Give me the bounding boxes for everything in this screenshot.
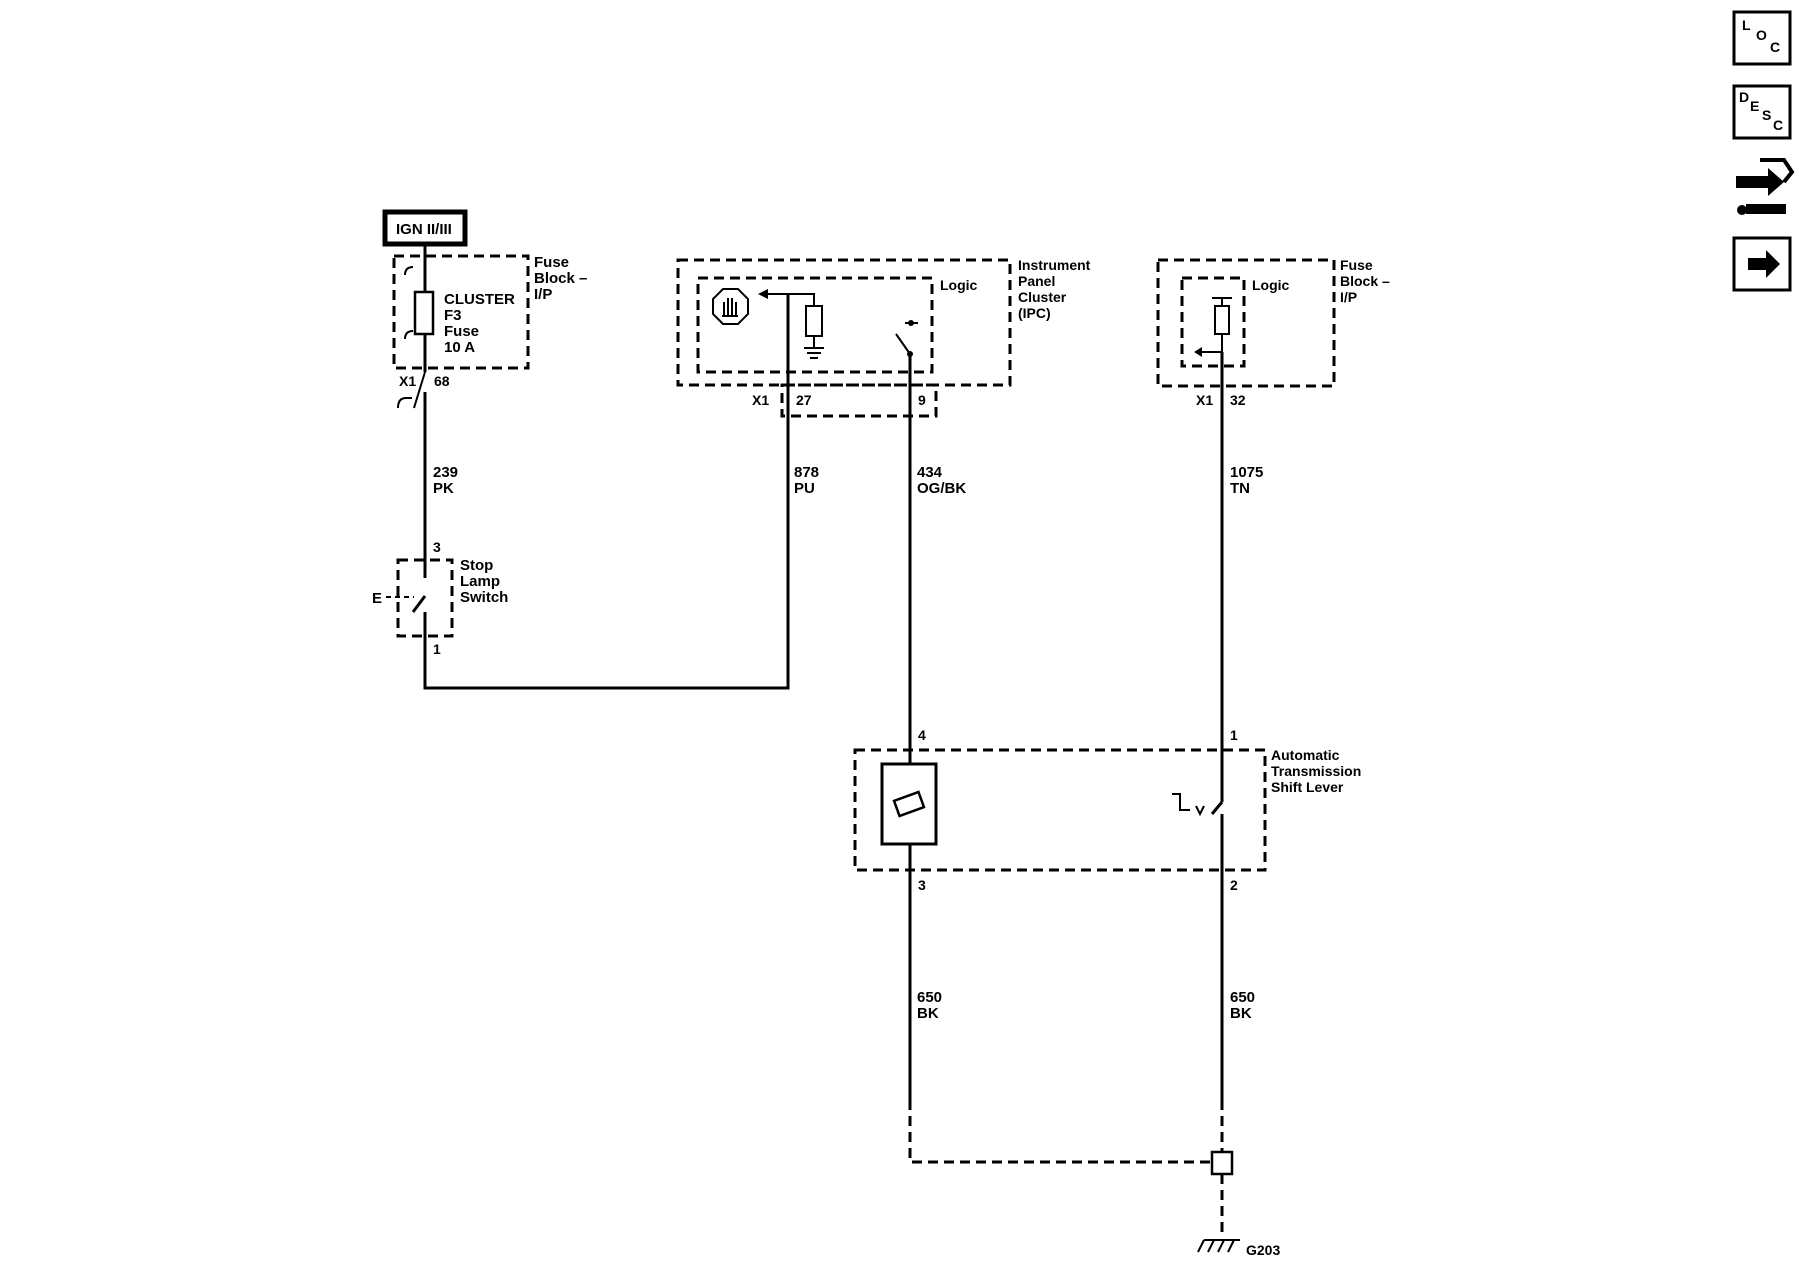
ipc-title-3: Cluster (1018, 289, 1067, 305)
shift-lever-pin-1: 1 (1230, 727, 1238, 743)
splice-icon (1210, 1150, 1234, 1176)
fuse-right-pin: 32 (1230, 392, 1246, 408)
resistor-icon (805, 305, 823, 337)
fuse-block-right-title-3: I/P (1340, 289, 1357, 305)
stop-lamp-actuator: E (372, 590, 382, 607)
stop-lamp-pin-3: 3 (433, 539, 441, 555)
shift-lever-title-1: Automatic (1271, 747, 1340, 763)
wire-239-color: PK (433, 480, 454, 497)
desc-letter-s: S (1762, 107, 1771, 123)
shift-lever-pin-4: 4 (918, 727, 926, 743)
connector-view-button[interactable] (1736, 158, 1795, 215)
switch-contact-icon (411, 560, 427, 636)
resistor-icon (1214, 305, 1230, 335)
fuse-type: Fuse (444, 323, 479, 340)
wire-650b-circuit: 650 (1230, 989, 1255, 1006)
connector-break-icon (397, 371, 426, 409)
fuse-number: F3 (444, 307, 462, 324)
fuse-rating: 10 A (444, 339, 475, 356)
stop-lamp-switch: 3 1 Stop Lamp Switch E (372, 539, 508, 657)
location-button[interactable]: L O C (1732, 10, 1792, 66)
ipc-title-2: Panel (1018, 273, 1055, 289)
shift-lever-pin-2: 2 (1230, 877, 1238, 893)
ground-symbol-icon (804, 336, 824, 359)
fuse-block-left-title-3: I/P (534, 286, 552, 303)
wire-1075-circuit: 1075 (1230, 464, 1263, 481)
loc-letter-o: O (1756, 27, 1767, 43)
fuse-block-left-title-2: Block – (534, 270, 587, 287)
wire-650a-circuit: 650 (917, 989, 942, 1006)
next-button[interactable] (1732, 236, 1792, 292)
ipc-logic-label: Logic (940, 277, 978, 293)
fuse-left-pin: 68 (434, 373, 450, 389)
connector-icon (1736, 158, 1795, 215)
ipc-title-4: (IPC) (1018, 305, 1051, 321)
stop-lamp-title-2: Lamp (460, 573, 500, 590)
ground-label: G203 (1246, 1242, 1280, 1258)
wire-878-circuit: 878 (794, 464, 819, 481)
fuse-right-connector: X1 (1196, 392, 1213, 408)
fuse-block-left-title-1: Fuse (534, 254, 569, 271)
terminal-hook-icon (404, 266, 414, 340)
automatic-transmission-shift-lever: 4 3 1 2 Automatic Transmission Shift Lev… (853, 727, 1361, 893)
ign-label: IGN II/III (396, 221, 452, 238)
fuse-block-right: Logic Fuse Block – I/P X1 32 (1156, 257, 1390, 408)
fuse-right-logic-label: Logic (1252, 277, 1290, 293)
wire-650a-color: BK (917, 1005, 939, 1022)
fuse-name: CLUSTER (444, 291, 515, 308)
stop-lamp-title-1: Stop (460, 557, 493, 574)
description-button[interactable]: D E S C (1732, 84, 1792, 140)
wire-650b-color: BK (1230, 1005, 1252, 1022)
loc-letter-c: C (1770, 39, 1780, 55)
fuse-block-right-title-2: Block – (1340, 273, 1390, 289)
stop-lamp-pin-1: 1 (433, 641, 441, 657)
desc-letter-e: E (1750, 98, 1759, 114)
wire-1075-color: TN (1230, 480, 1250, 497)
brake-indicator-icon (712, 288, 749, 325)
shift-lever-title-2: Transmission (1271, 763, 1361, 779)
fuse-left-connector: X1 (399, 373, 416, 389)
shift-lever-title-3: Shift Lever (1271, 779, 1344, 795)
desc-letter-d: D (1739, 89, 1749, 105)
stop-lamp-title-3: Switch (460, 589, 508, 606)
shift-lever-pin-3: 3 (918, 877, 926, 893)
ign-power-source: IGN II/III (382, 209, 468, 247)
wires (397, 244, 1240, 1253)
instrument-panel-cluster: Instrument Panel Cluster (IPC) Logic X1 … (676, 257, 1091, 418)
ipc-title-1: Instrument (1018, 257, 1091, 273)
fuse-block-right-title-1: Fuse (1340, 257, 1373, 273)
switch-contact-icon (1210, 801, 1224, 815)
fuse-block-left: Fuse Block – I/P CLUSTER F3 Fuse 10 A X1… (392, 254, 587, 389)
wire-239-circuit: 239 (433, 464, 458, 481)
loc-letter-l: L (1742, 17, 1751, 33)
ipc-pin-27: 27 (796, 392, 812, 408)
wire-labels: 239 PK 878 PU 434 OG/BK 1075 TN 650 BK 6… (433, 464, 1263, 1022)
chassis-ground-icon (1197, 1239, 1240, 1253)
ipc-pin-9: 9 (918, 392, 926, 408)
park-switch-icon (1172, 793, 1205, 817)
wire-434-circuit: 434 (917, 464, 943, 481)
fuse-icon (413, 290, 435, 336)
wire-434-color: OG/BK (917, 480, 966, 497)
ipc-connector: X1 (752, 392, 769, 408)
solenoid-icon (880, 762, 938, 846)
wire-878-color: PU (794, 480, 815, 497)
desc-letter-c: C (1773, 117, 1783, 133)
next-arrow-icon (1748, 250, 1780, 278)
